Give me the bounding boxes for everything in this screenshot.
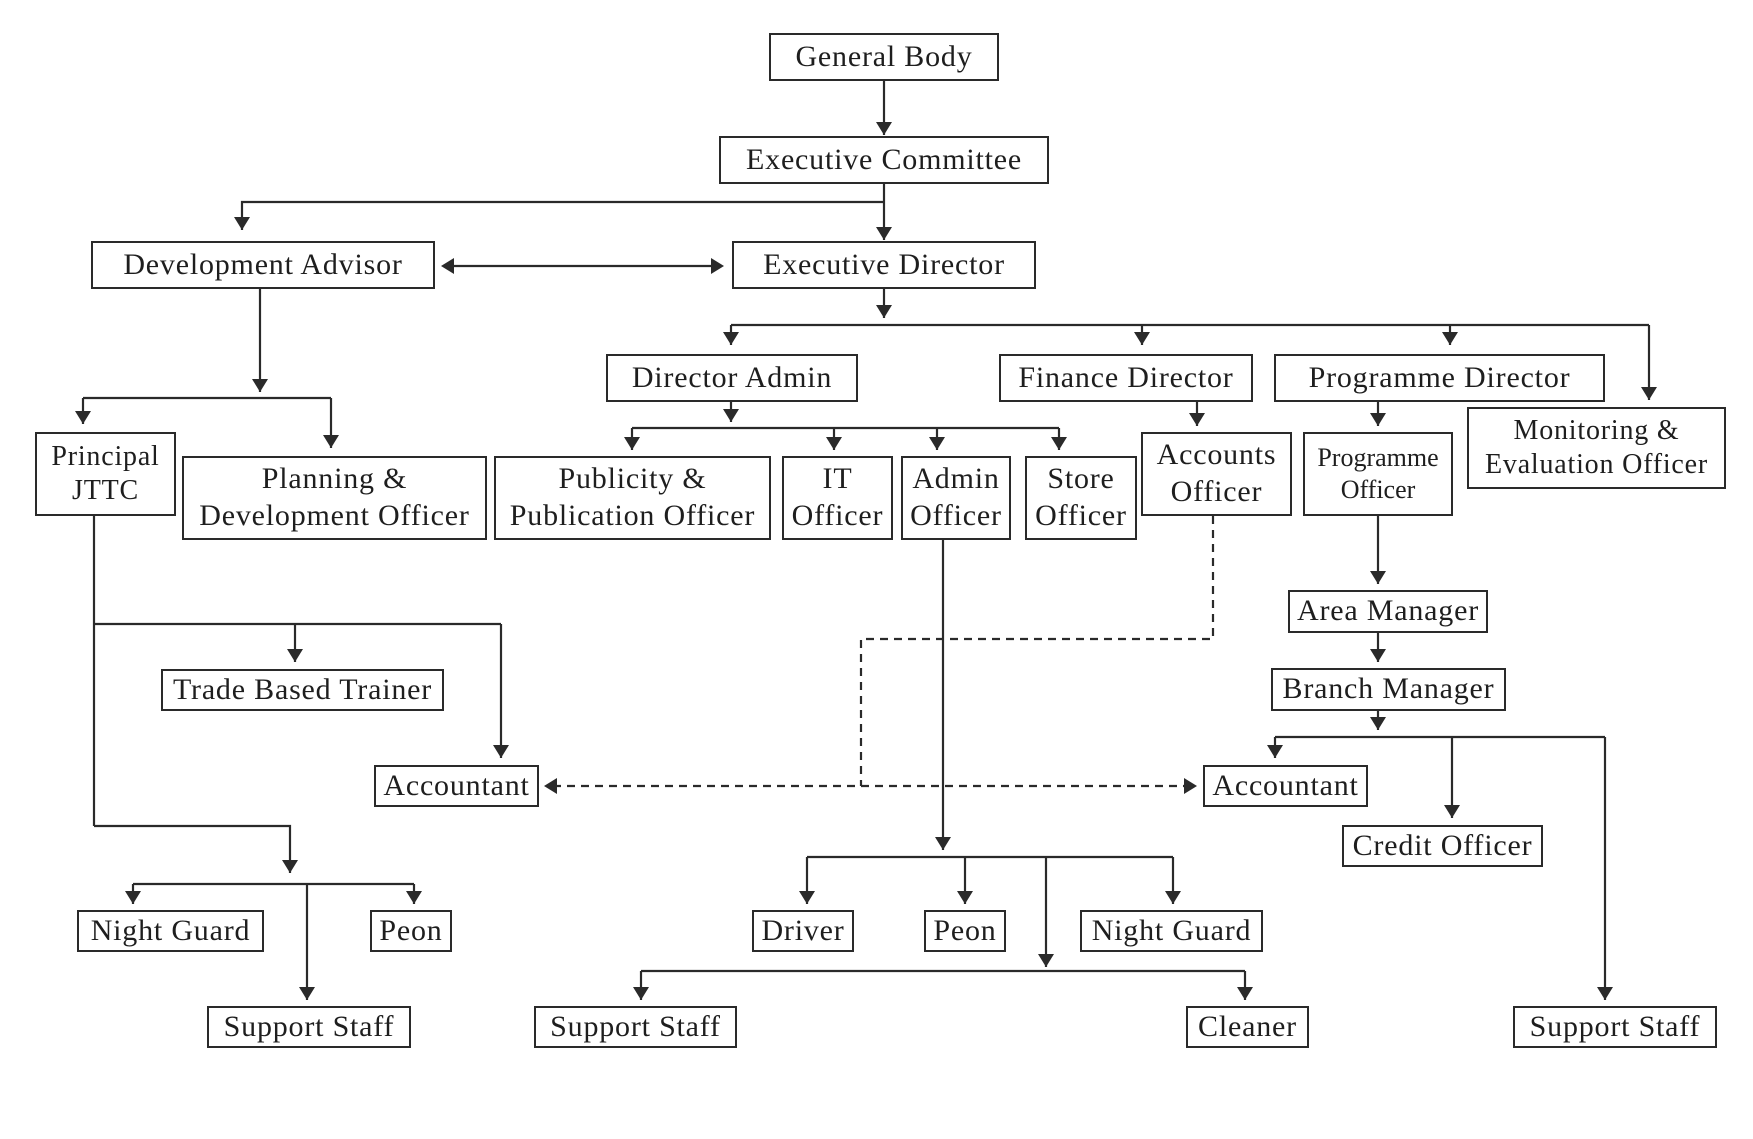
node-peon-admin: Peon xyxy=(924,910,1006,952)
arrowhead-down xyxy=(1370,649,1386,662)
arrowhead-right xyxy=(1184,778,1197,794)
node-credit-officer: Credit Officer xyxy=(1342,825,1543,867)
node-publicity-publication-officer: Publicity & Publication Officer xyxy=(494,456,771,540)
arrowhead-down xyxy=(723,409,739,422)
node-night-guard-admin: Night Guard xyxy=(1080,910,1263,952)
arrowhead-down xyxy=(1370,717,1386,730)
arrowhead-left xyxy=(441,258,454,274)
arrowhead-down xyxy=(935,837,951,850)
node-accountant-jttc: Accountant xyxy=(374,765,539,807)
node-executive-director: Executive Director xyxy=(732,241,1036,289)
node-accounts-officer: Accounts Officer xyxy=(1141,432,1292,516)
node-peon-jttc: Peon xyxy=(370,910,452,952)
node-planning-development-officer: Planning & Development Officer xyxy=(182,456,487,540)
arrowhead-down xyxy=(125,891,141,904)
arrowhead-down xyxy=(1267,745,1283,758)
arrowhead-down xyxy=(75,411,91,424)
arrowhead-down xyxy=(799,891,815,904)
arrowhead-down xyxy=(1038,954,1054,967)
node-programme-officer: Programme Officer xyxy=(1303,432,1453,516)
arrowhead-down xyxy=(1051,437,1067,450)
connector-line xyxy=(94,824,292,873)
arrowhead-down xyxy=(876,305,892,318)
node-cleaner: Cleaner xyxy=(1186,1006,1309,1048)
arrowhead-down xyxy=(723,332,739,345)
node-it-officer: IT Officer xyxy=(782,456,893,540)
node-store-officer: Store Officer xyxy=(1025,456,1137,540)
arrowhead-down xyxy=(1134,332,1150,345)
node-night-guard-jttc: Night Guard xyxy=(77,910,264,952)
arrowhead-down xyxy=(633,987,649,1000)
node-admin-officer: Admin Officer xyxy=(901,456,1011,540)
node-trade-based-trainer: Trade Based Trainer xyxy=(161,669,444,711)
node-executive-committee: Executive Committee xyxy=(719,136,1049,184)
node-principal-jttc: Principal JTTC xyxy=(35,432,176,516)
arrowhead-down xyxy=(323,435,339,448)
arrowhead-down xyxy=(876,122,892,135)
arrowhead-down xyxy=(1641,387,1657,400)
arrowhead-right xyxy=(711,258,724,274)
node-accountant-branch: Accountant xyxy=(1203,765,1368,807)
arrowhead-down xyxy=(282,860,298,873)
arrowhead-down xyxy=(1442,332,1458,345)
arrowhead-down xyxy=(234,217,250,230)
node-support-staff-admin: Support Staff xyxy=(534,1006,737,1048)
arrowhead-down xyxy=(1444,805,1460,818)
arrowhead-down xyxy=(287,649,303,662)
arrowhead-down xyxy=(1597,987,1613,1000)
node-general-body: General Body xyxy=(769,33,999,81)
node-area-manager: Area Manager xyxy=(1288,590,1488,633)
arrowhead-down xyxy=(1237,987,1253,1000)
node-programme-director: Programme Director xyxy=(1274,354,1605,402)
node-support-staff-branch: Support Staff xyxy=(1513,1006,1717,1048)
node-monitoring-evaluation-officer: Monitoring & Evaluation Officer xyxy=(1467,407,1726,489)
arrowhead-down xyxy=(624,437,640,450)
arrowhead-down xyxy=(406,891,422,904)
arrowhead-down xyxy=(1370,571,1386,584)
connector-line xyxy=(240,200,884,230)
dashed-connector xyxy=(859,516,1215,786)
arrowhead-down xyxy=(1370,413,1386,426)
arrowhead-down xyxy=(252,379,268,392)
node-driver: Driver xyxy=(752,910,854,952)
arrowhead-down xyxy=(493,745,509,758)
node-branch-manager: Branch Manager xyxy=(1271,668,1506,711)
node-support-staff-jttc: Support Staff xyxy=(207,1006,411,1048)
node-development-advisor: Development Advisor xyxy=(91,241,435,289)
node-finance-director: Finance Director xyxy=(999,354,1253,402)
arrowhead-down xyxy=(876,227,892,240)
node-director-admin: Director Admin xyxy=(606,354,858,402)
arrowhead-down xyxy=(299,987,315,1000)
arrowhead-down xyxy=(826,437,842,450)
arrowhead-down xyxy=(1189,413,1205,426)
arrowhead-down xyxy=(957,891,973,904)
arrowhead-down xyxy=(1165,891,1181,904)
arrowhead-down xyxy=(929,437,945,450)
arrowhead-left xyxy=(544,778,557,794)
